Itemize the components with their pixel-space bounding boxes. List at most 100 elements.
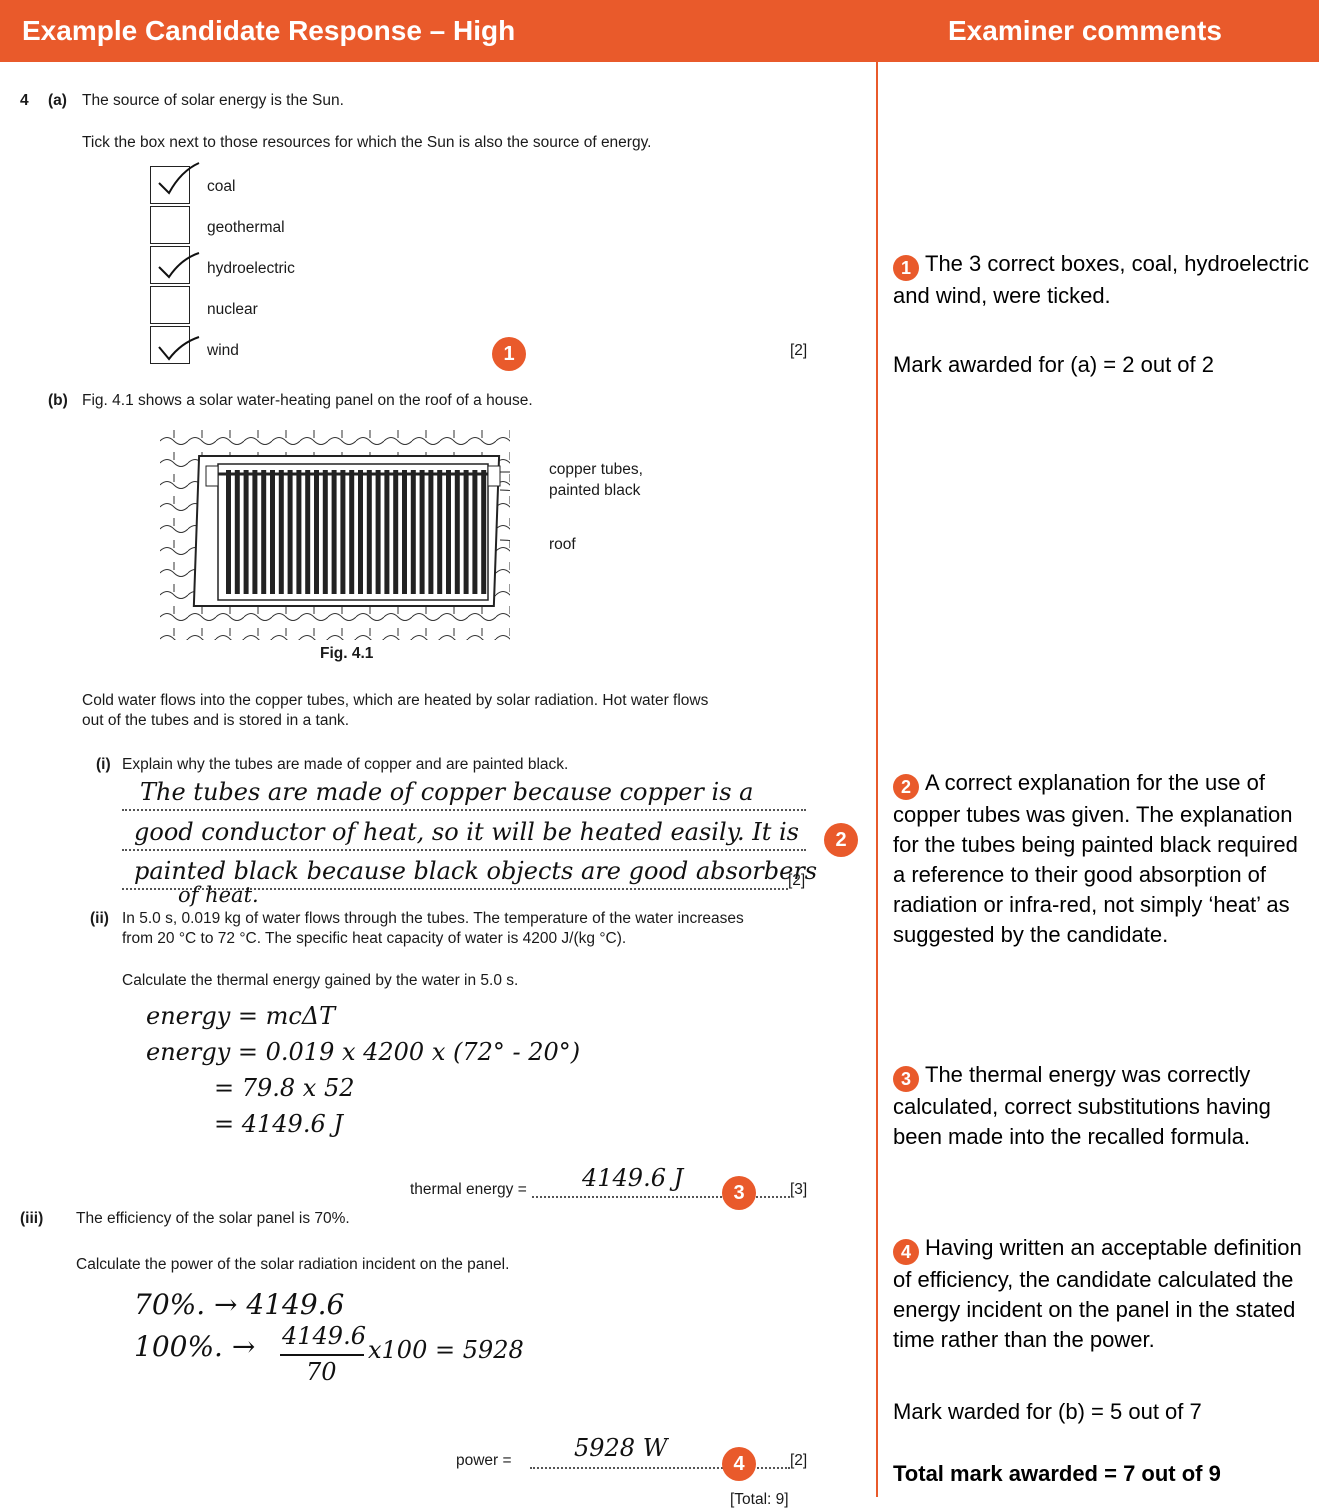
copper-tube (402, 470, 407, 594)
column-divider (876, 62, 878, 1497)
comment-4-mark: Mark warded for (b) = 5 out of 7 (893, 1399, 1202, 1424)
copper-tube (296, 470, 302, 594)
copper-tube (261, 470, 267, 594)
part-ii-instruction: Calculate the thermal energy gained by t… (122, 972, 519, 989)
copper-tube (481, 470, 487, 594)
copper-tube (419, 470, 425, 594)
copper-tube (428, 470, 434, 594)
handwritten-working-iii-line-1: 70%. → 4149.6 (134, 1288, 345, 1321)
tick-mark-icon (158, 162, 200, 195)
handwritten-working-ii-line-4: = 4149.6 J (214, 1110, 343, 1138)
part-ii-text-line-1: In 5.0 s, 0.019 kg of water flows throug… (122, 910, 744, 927)
candidate-script: 4 (a) The source of solar energy is the … (0, 62, 876, 1508)
thermal-energy-answer: 4149.6 J (582, 1164, 684, 1192)
part-iii-marks: [2] (790, 1452, 808, 1469)
part-b-paragraph-line-1: Cold water flows into the copper tubes, … (82, 692, 709, 709)
copper-tube (454, 470, 460, 594)
comment-badge-2: 2 (893, 774, 919, 800)
handwritten-answer-i-line-3: painted black because black objects are … (134, 857, 818, 885)
copper-tube (305, 470, 311, 594)
annotation-badge-2: 2 (824, 823, 858, 857)
part-a-instruction: Tick the box next to those resources for… (82, 134, 652, 151)
part-a-stem: The source of solar energy is the Sun. (82, 92, 344, 109)
handwritten-working-ii-line-2: energy = 0.019 x 4200 x (72° - 20°) (146, 1038, 581, 1066)
copper-tube (366, 470, 372, 594)
copper-tube (446, 470, 451, 594)
fraction-bar (280, 1354, 364, 1356)
option-wind: wind (207, 342, 239, 359)
copper-tube (358, 470, 363, 594)
part-ii-label: (ii) (90, 910, 109, 927)
tick-box-nuclear (150, 286, 190, 324)
question-number: 4 (20, 92, 29, 109)
tick-box-coal (150, 162, 200, 204)
part-a-marks: [2] (790, 342, 808, 359)
option-hydroelectric: hydroelectric (207, 260, 295, 277)
part-iii-label: (iii) (20, 1210, 44, 1227)
annotation-badge-1: 1 (492, 337, 526, 371)
comment-badge-4: 4 (893, 1239, 919, 1265)
copper-tube (472, 470, 478, 594)
part-b-label: (b) (48, 392, 68, 409)
copper-tube (349, 470, 355, 594)
figure-label-roof: roof (549, 536, 576, 553)
tick-box-geothermal (150, 206, 190, 244)
copper-tube (278, 470, 284, 594)
handwritten-fraction-denominator: 70 (306, 1358, 337, 1386)
annotation-badge-3: 3 (722, 1176, 756, 1210)
annotation-badge-4: 4 (722, 1447, 756, 1481)
comment-badge-3: 3 (893, 1066, 919, 1092)
copper-tube (384, 470, 390, 594)
power-answer-label: power = (456, 1452, 512, 1469)
copper-tube (270, 470, 275, 594)
handwritten-answer-i-line-4: of heat. (178, 883, 259, 907)
candidate-response-title: Example Candidate Response – High (22, 15, 516, 46)
comment-badge-1: 1 (893, 255, 919, 281)
figure-caption: Fig. 4.1 (320, 645, 374, 662)
comment-1-mark: Mark awarded for (a) = 2 out of 2 (893, 352, 1214, 377)
examiner-comments-title: Examiner comments (948, 15, 1222, 46)
part-i-label: (i) (96, 756, 111, 773)
handwritten-working-ii-line-1: energy = mcΔT (146, 1002, 336, 1030)
copper-tube (437, 470, 443, 594)
handwritten-fraction-numerator: 4149.6 (282, 1322, 366, 1350)
copper-tube (463, 470, 469, 594)
copper-tube (314, 470, 319, 594)
copper-tube (287, 470, 293, 594)
part-i-marks: [2] (788, 872, 806, 889)
total-mark-awarded: Total mark awarded = 7 out of 9 (893, 1461, 1221, 1486)
copper-tube (340, 470, 346, 594)
handwritten-answer-i-line-2: good conductor of heat, so it will be he… (134, 818, 799, 846)
part-iii-text: The efficiency of the solar panel is 70%… (76, 1210, 350, 1227)
copper-tube (234, 470, 240, 594)
copper-tube (331, 470, 337, 594)
option-geothermal: geothermal (207, 219, 285, 236)
tick-mark-icon (158, 336, 200, 361)
header-bar: Example Candidate Response – High Examin… (0, 0, 1319, 62)
handwritten-working-ii-line-3: = 79.8 x 52 (214, 1074, 355, 1102)
part-b-stem: Fig. 4.1 shows a solar water-heating pan… (82, 392, 533, 409)
part-ii-marks: [3] (790, 1181, 808, 1198)
handwritten-working-iii-line-2: 100%. → (134, 1330, 256, 1363)
option-nuclear: nuclear (207, 301, 258, 318)
copper-tube (410, 470, 416, 594)
part-a-label: (a) (48, 92, 67, 109)
copper-tube (375, 470, 381, 594)
total-marks: [Total: 9] (730, 1491, 789, 1508)
part-ii-text-line-2: from 20 °C to 72 °C. The specific heat c… (122, 930, 627, 947)
copper-tube (243, 470, 249, 594)
copper-tube (393, 470, 399, 594)
handwritten-answer-i-line-1: The tubes are made of copper because cop… (140, 778, 754, 806)
figure-label-painted-black: painted black (549, 482, 641, 499)
solar-panel-figure (160, 430, 510, 640)
tick-box-wind (150, 326, 200, 364)
tick-mark-icon (158, 252, 200, 279)
power-answer: 5928 W (574, 1434, 668, 1462)
part-i-question: Explain why the tubes are made of copper… (122, 756, 569, 773)
handwritten-working-iii-line-3: x100 = 5928 (368, 1336, 524, 1364)
option-coal: coal (207, 178, 236, 195)
